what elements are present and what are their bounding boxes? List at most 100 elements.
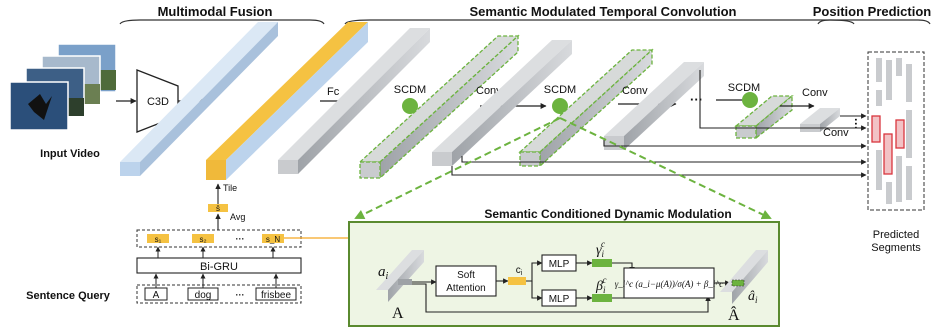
ellipsis-mid: ··· xyxy=(690,92,703,107)
segment-bar xyxy=(906,110,912,158)
dog-silhouette-icon xyxy=(28,94,52,120)
conv-label-4: Conv xyxy=(823,127,849,139)
fc-slab-front xyxy=(278,160,298,174)
input-video-label: Input Video xyxy=(40,148,100,160)
fc-feature-slab xyxy=(278,28,430,174)
fc-slab-top xyxy=(278,28,430,160)
arrow-ci-to-mlp1 xyxy=(526,260,543,282)
query-word-3: frisbee xyxy=(261,290,291,301)
arrow-pred-2 xyxy=(699,70,867,131)
modulation-formula: γ_i^c (a_i−μ(A))/σ(A) + β_i^c xyxy=(615,279,723,289)
scdm-node-3 xyxy=(742,92,758,108)
arrow-pred-4 xyxy=(461,156,867,165)
word-state-ellipsis: ··· xyxy=(236,234,245,244)
word-state-n xyxy=(262,234,284,243)
visual-slab-front xyxy=(120,162,140,176)
fused-slab-top xyxy=(206,22,368,160)
predicted-segment-highlight xyxy=(883,133,893,175)
segment-bar xyxy=(896,156,902,202)
predicted-segment-highlight xyxy=(895,119,905,149)
conv-slab-2-top xyxy=(432,40,572,152)
tile-label: Tile xyxy=(223,183,237,193)
fused-slab-front xyxy=(206,160,226,180)
final-slab-side xyxy=(820,108,840,132)
gamma-vector xyxy=(592,259,612,267)
fc-label: Fc xyxy=(327,86,340,98)
visual-feature-slab xyxy=(120,22,278,176)
section-header-fusion: Multimodal Fusion xyxy=(119,4,325,25)
section-brace-position xyxy=(817,19,931,25)
input-ai-cell xyxy=(398,279,412,285)
conv-slab-2-side xyxy=(452,40,572,166)
mod-slab-2-front xyxy=(519,151,541,167)
input-slab-top xyxy=(376,250,424,290)
visual-slab-side xyxy=(140,22,278,176)
output-ai-symbol: âi xyxy=(748,289,758,305)
scdm-node-1 xyxy=(402,98,418,114)
avg-label: Avg xyxy=(230,212,245,222)
query-word-1: A xyxy=(153,290,160,301)
output-set-label: Â xyxy=(728,305,740,324)
c3d-label: C3D xyxy=(147,96,169,108)
ci-label: ci xyxy=(516,265,523,277)
mlp-beta-label: MLP xyxy=(549,294,570,305)
arrow-pred-3 xyxy=(603,140,867,149)
section-header-temporal: Semantic Modulated Temporal Convolution xyxy=(344,4,855,25)
scdm-node-2 xyxy=(552,98,568,114)
section-title-temporal: Semantic Modulated Temporal Convolution xyxy=(470,4,737,19)
section-header-position: Position Prediction xyxy=(813,4,931,25)
segment-bar xyxy=(906,166,912,200)
section-brace-fusion xyxy=(119,19,325,25)
fused-slab-side xyxy=(226,22,368,180)
ellipsis-vertical: ··· xyxy=(849,118,863,130)
conv-label-2: Conv xyxy=(622,85,648,97)
conv-slab-3-top xyxy=(604,62,704,136)
conv-slab-3-side xyxy=(624,62,704,150)
input-ai-symbol: ai xyxy=(378,264,389,282)
predicted-segment-highlight xyxy=(871,115,881,143)
segment-bar xyxy=(876,58,882,82)
input-video-frames: Input Video xyxy=(9,43,117,160)
arrow-ci-to-mlp2 xyxy=(531,281,543,301)
conv-label-3: Conv xyxy=(802,87,828,99)
beta-symbol: βic xyxy=(595,275,607,295)
word-states: s₁ s₂ ··· s_N xyxy=(147,234,284,244)
output-slab-side xyxy=(732,250,768,304)
beta-vector xyxy=(592,294,612,302)
sentence-query-label: Sentence Query xyxy=(26,290,111,302)
conv-slab-2-front xyxy=(432,152,452,166)
segment-bar xyxy=(876,90,882,106)
output-ai-cell xyxy=(731,279,745,287)
word-state-label-1: s₁ xyxy=(155,235,162,244)
bigru-label: Bi-GRU xyxy=(200,261,238,273)
final-slab-top xyxy=(800,108,840,124)
section-brace-temporal xyxy=(344,19,855,25)
section-title-fusion: Multimodal Fusion xyxy=(158,4,273,19)
fc-slab-side xyxy=(298,28,430,174)
modulated-slab-2 xyxy=(518,48,654,168)
visual-slab-top xyxy=(120,22,278,162)
ci-vector xyxy=(508,277,526,285)
gamma-symbol: γic xyxy=(596,239,605,259)
word-state-label-n: s_N xyxy=(266,235,280,244)
zoom-arrow-right xyxy=(559,117,772,220)
segment-bar xyxy=(896,58,902,76)
sbar-label: s̄ xyxy=(216,204,220,213)
segment-bar xyxy=(906,64,912,102)
bigru-box xyxy=(136,257,302,274)
scdm-label-1: SCDM xyxy=(394,84,426,96)
sbar-vector xyxy=(208,204,228,212)
segment-bar xyxy=(876,150,882,190)
input-set-label: A xyxy=(392,305,404,322)
word-state-1 xyxy=(147,234,169,243)
query-word-2: dog xyxy=(195,290,212,301)
input-slab-side xyxy=(388,250,424,302)
segment-bar xyxy=(886,182,892,204)
scdm-panel: Semantic Conditioned Dynamic Modulation … xyxy=(348,207,780,327)
arrow-pred-5 xyxy=(451,166,867,178)
bigru-block: Bi-GRU xyxy=(136,246,302,274)
zoom-arrow-left xyxy=(354,117,561,219)
